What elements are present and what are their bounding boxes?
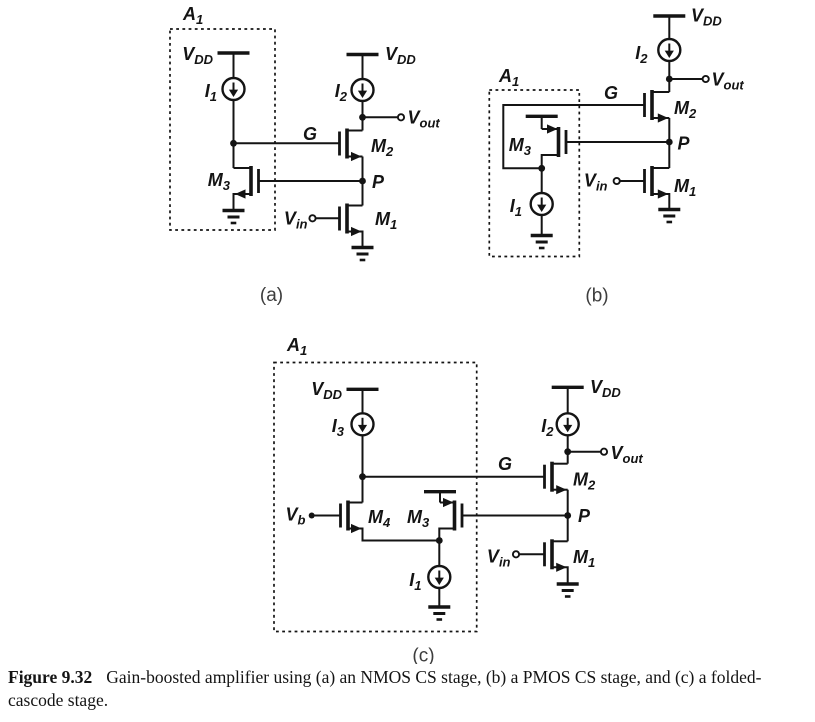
nmos-m3-mirrored	[235, 166, 260, 199]
nmos-m2	[643, 90, 669, 123]
node-dot	[435, 537, 443, 544]
label-vdd: VDD	[691, 6, 722, 29]
label-vin: Vin	[584, 171, 608, 194]
circuit-c: A1 VDD I3 VDD I2 Vout G M2 Vb M4 M3 P Vi…	[273, 335, 644, 665]
pmos-m3-mirrored	[547, 124, 568, 157]
ground-icon	[556, 582, 579, 598]
figure-diagram: A1 VDD I1 VDD I2 Vout G M2 P M3 Vin M1 (…	[169, 4, 745, 665]
label-m1: M1	[674, 176, 696, 199]
label-p: P	[678, 134, 691, 154]
current-source-icon	[350, 412, 375, 437]
label-vout: Vout	[611, 443, 644, 466]
nmos-m2	[543, 461, 567, 495]
ground-icon	[351, 245, 374, 262]
vout-terminal	[701, 74, 710, 84]
wires	[502, 16, 703, 236]
label-vin: Vin	[284, 209, 308, 232]
vin-terminal	[308, 214, 317, 223]
node-dot	[564, 448, 572, 456]
label-m3: M3	[208, 170, 231, 193]
vin-terminal	[511, 550, 521, 559]
vout-terminal	[396, 113, 406, 122]
label-i1: I1	[409, 570, 421, 593]
label-i2: I2	[335, 81, 348, 104]
figure-number: Figure 9.32	[8, 667, 93, 687]
a1-dashed-box	[169, 28, 276, 231]
nmos-m2	[338, 128, 362, 162]
label-vout: Vout	[712, 70, 745, 93]
label-vb: Vb	[286, 505, 306, 528]
label-vout: Vout	[408, 108, 441, 131]
node-dot	[538, 164, 546, 172]
label-a1: A1	[182, 4, 203, 27]
label-m3: M3	[509, 135, 532, 158]
label-i1: I1	[510, 196, 522, 219]
ground-icon	[222, 208, 245, 225]
current-source-icon	[221, 76, 246, 102]
node-dot	[359, 113, 366, 121]
current-source-icon	[657, 37, 682, 63]
ground-icon	[428, 605, 451, 621]
label-m3: M3	[407, 507, 430, 530]
panel-tag-b: (b)	[585, 286, 608, 307]
label-vdd: VDD	[385, 44, 416, 67]
nmos-m4	[339, 500, 362, 534]
circuit-b: VDD I2 Vout A1 G M2 M3 P Vin M1 I1 (b)	[488, 6, 745, 307]
nmos-m1	[543, 539, 567, 572]
label-m2: M2	[573, 470, 596, 493]
label-a1: A1	[286, 335, 307, 358]
panel-tag-c: (c)	[412, 646, 434, 665]
label-m4: M4	[368, 507, 391, 530]
label-m1: M1	[573, 547, 595, 570]
ground-icon	[658, 207, 681, 224]
a1-dashed-box	[273, 361, 478, 633]
label-g: G	[498, 454, 512, 474]
label-vdd: VDD	[182, 44, 213, 67]
node-dot-p	[359, 177, 366, 185]
label-i2: I2	[541, 416, 554, 439]
ground-icon	[530, 233, 553, 250]
node-dot	[359, 473, 366, 481]
a1-dashed-box	[488, 89, 581, 258]
current-source-icon	[427, 564, 452, 590]
label-g: G	[604, 83, 618, 103]
label-vdd: VDD	[311, 379, 342, 402]
node-dot-p	[665, 138, 673, 146]
label-m2: M2	[371, 136, 394, 159]
current-source-icon	[529, 191, 554, 217]
nmos-m1	[643, 166, 669, 199]
vout-terminal	[599, 447, 609, 456]
label-vin: Vin	[487, 547, 511, 570]
label-i1: I1	[205, 81, 217, 104]
label-g: G	[303, 124, 317, 144]
vb-terminal-dot	[308, 512, 315, 519]
node-dot-p	[564, 512, 572, 519]
panel-tag-a: (a)	[260, 285, 283, 306]
label-p: P	[372, 172, 385, 192]
label-vdd: VDD	[590, 377, 621, 400]
pmos-m3-mirrored	[443, 497, 464, 531]
figure-caption-text: Gain-boosted amplifier using (a) an NMOS…	[8, 667, 762, 710]
label-p: P	[578, 506, 591, 526]
label-a1: A1	[498, 66, 519, 89]
nmos-m1	[338, 203, 362, 237]
node-dot	[230, 139, 237, 147]
circuit-a: A1 VDD I1 VDD I2 Vout G M2 P M3 Vin M1 (…	[169, 4, 441, 306]
current-source-icon	[350, 77, 375, 103]
label-i2: I2	[635, 43, 648, 66]
label-m1: M1	[375, 209, 397, 232]
label-m2: M2	[674, 98, 697, 121]
vin-terminal	[612, 176, 621, 186]
current-source-icon	[555, 412, 580, 437]
node-dot	[665, 75, 673, 83]
label-i3: I3	[332, 416, 345, 439]
